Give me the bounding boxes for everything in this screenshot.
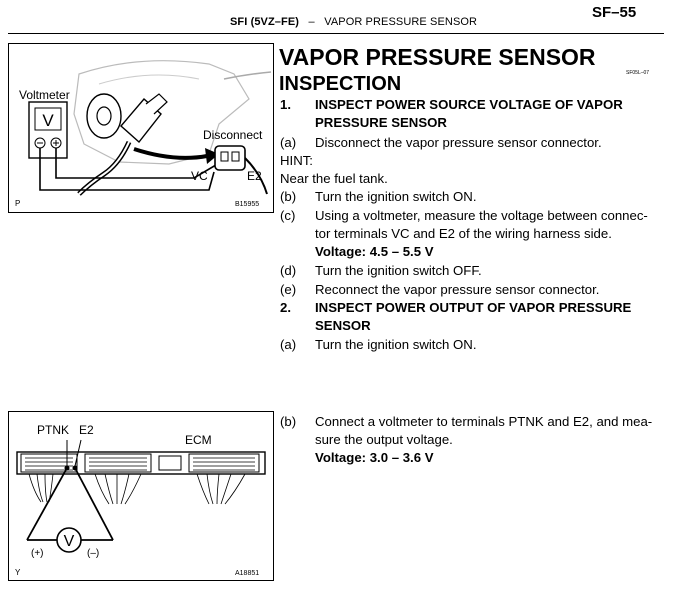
ecm-connector-3 xyxy=(188,453,260,473)
sensor-body xyxy=(86,93,122,139)
step1-c-label: (c) xyxy=(280,208,296,223)
terminal-e2 xyxy=(231,151,240,162)
step2-title-line1: INSPECT POWER OUTPUT OF VAPOR PRESSURE xyxy=(315,300,632,315)
plus-label: (+) xyxy=(31,548,44,559)
ecm-pin-grid xyxy=(25,457,255,471)
step1-a-label: (a) xyxy=(280,135,297,150)
step1-d-text: Turn the ignition switch OFF. xyxy=(315,263,482,278)
disconnect-label: Disconnect xyxy=(203,128,263,142)
ecm-wire-bundles xyxy=(28,473,246,505)
step1-b-text: Turn the ignition switch ON. xyxy=(315,189,477,204)
running-header: SFI (5VZ–FE) – VAPOR PRESSURE SENSOR xyxy=(230,16,477,28)
header-rule xyxy=(8,33,664,34)
figure-corner-letter: P xyxy=(15,199,20,208)
e2-label-2: E2 xyxy=(79,423,94,437)
hint-label: HINT: xyxy=(280,153,313,168)
page-title: VAPOR PRESSURE SENSOR xyxy=(279,44,596,70)
figure-voltage-check-drawing: V Voltmeter Disconnect VC E2 P B15955 xyxy=(15,60,272,208)
sensor-port xyxy=(96,106,112,126)
disconnect-arrow-head xyxy=(205,148,219,164)
step2-b-line2: sure the output voltage. xyxy=(315,432,453,447)
step2-voltage-spec: Voltage: 3.0 – 3.6 V xyxy=(315,450,434,465)
figure-output-check: V PTNK E2 ECM (+) (–) Y A18851 xyxy=(8,411,274,581)
step1-voltage-spec: Voltage: 4.5 – 5.5 V xyxy=(315,244,434,259)
figure-output-check-drawing: V PTNK E2 ECM (+) (–) Y A18851 xyxy=(15,423,266,577)
page-subtitle: INSPECTION xyxy=(279,73,402,95)
harness-connector xyxy=(214,145,246,171)
ecm-connector-1 xyxy=(20,453,78,473)
step2-b-label: (b) xyxy=(280,414,297,429)
page-number: SF–55 xyxy=(592,4,637,21)
step1-c-line1: Using a voltmeter, measure the voltage b… xyxy=(315,208,648,223)
voltmeter-display xyxy=(34,107,62,131)
e2-leader xyxy=(74,439,82,467)
hint-text: Near the fuel tank. xyxy=(280,171,388,186)
lead-plus xyxy=(26,467,68,541)
figure2-id: A18851 xyxy=(235,570,259,577)
connector-latch xyxy=(145,93,168,115)
lead-negative xyxy=(39,148,215,191)
fuel-tank-outline xyxy=(73,60,250,165)
header-separator: – xyxy=(308,16,315,28)
tank-tube xyxy=(223,71,272,80)
figure-id: B15955 xyxy=(235,201,259,208)
figure2-corner-letter: Y xyxy=(15,568,21,577)
harness-wire-inner xyxy=(78,141,130,195)
disconnect-arrow-shaft xyxy=(133,147,208,160)
header-topic: VAPOR PRESSURE SENSOR xyxy=(324,16,478,28)
voltmeter-label: Voltmeter xyxy=(19,88,70,102)
step2-number: 2. xyxy=(280,300,291,315)
voltmeter-symbol-2: V xyxy=(64,533,75,550)
step1-e-text: Reconnect the vapor pressure sensor conn… xyxy=(315,282,600,297)
step2-title-line2: SENSOR xyxy=(315,318,371,333)
step2-b-line1: Connect a voltmeter to terminals PTNK an… xyxy=(315,414,653,429)
harness-wire-out xyxy=(244,157,268,195)
ecm-connector-2 xyxy=(84,453,152,473)
step1-title-line1: INSPECT POWER SOURCE VOLTAGE OF VAPOR xyxy=(315,97,623,112)
minus-label: (–) xyxy=(87,548,99,559)
lead-positive xyxy=(55,148,222,179)
step1-number: 1. xyxy=(280,97,291,112)
header-section: SFI (5VZ–FE) xyxy=(230,16,300,28)
terminal-vc xyxy=(220,151,229,162)
vc-label: VC xyxy=(191,169,208,183)
step1-e-label: (e) xyxy=(280,282,297,297)
step1-b-label: (b) xyxy=(280,189,297,204)
lead-minus xyxy=(74,467,114,541)
step1-a-text: Disconnect the vapor pressure sensor con… xyxy=(315,135,602,150)
step2-a-text: Turn the ignition switch ON. xyxy=(315,337,477,352)
voltmeter-circle xyxy=(56,527,82,553)
figure-voltage-check: V Voltmeter Disconnect VC E2 P B15955 xyxy=(8,43,274,213)
ecm-connector-blank xyxy=(158,455,182,471)
doc-code: SF05L–07 xyxy=(626,70,650,76)
ptnk-label: PTNK xyxy=(37,423,69,437)
voltmeter-symbol: V xyxy=(42,111,54,130)
tank-detail-line xyxy=(98,74,200,85)
step1-title-line2: PRESSURE SENSOR xyxy=(315,115,447,130)
step1-c-line2: tor terminals VC and E2 of the wiring ha… xyxy=(315,226,612,241)
step2-a-label: (a) xyxy=(280,337,297,352)
step1-d-label: (d) xyxy=(280,263,297,278)
e2-label: E2 xyxy=(247,169,262,183)
ecm-label: ECM xyxy=(185,433,212,447)
